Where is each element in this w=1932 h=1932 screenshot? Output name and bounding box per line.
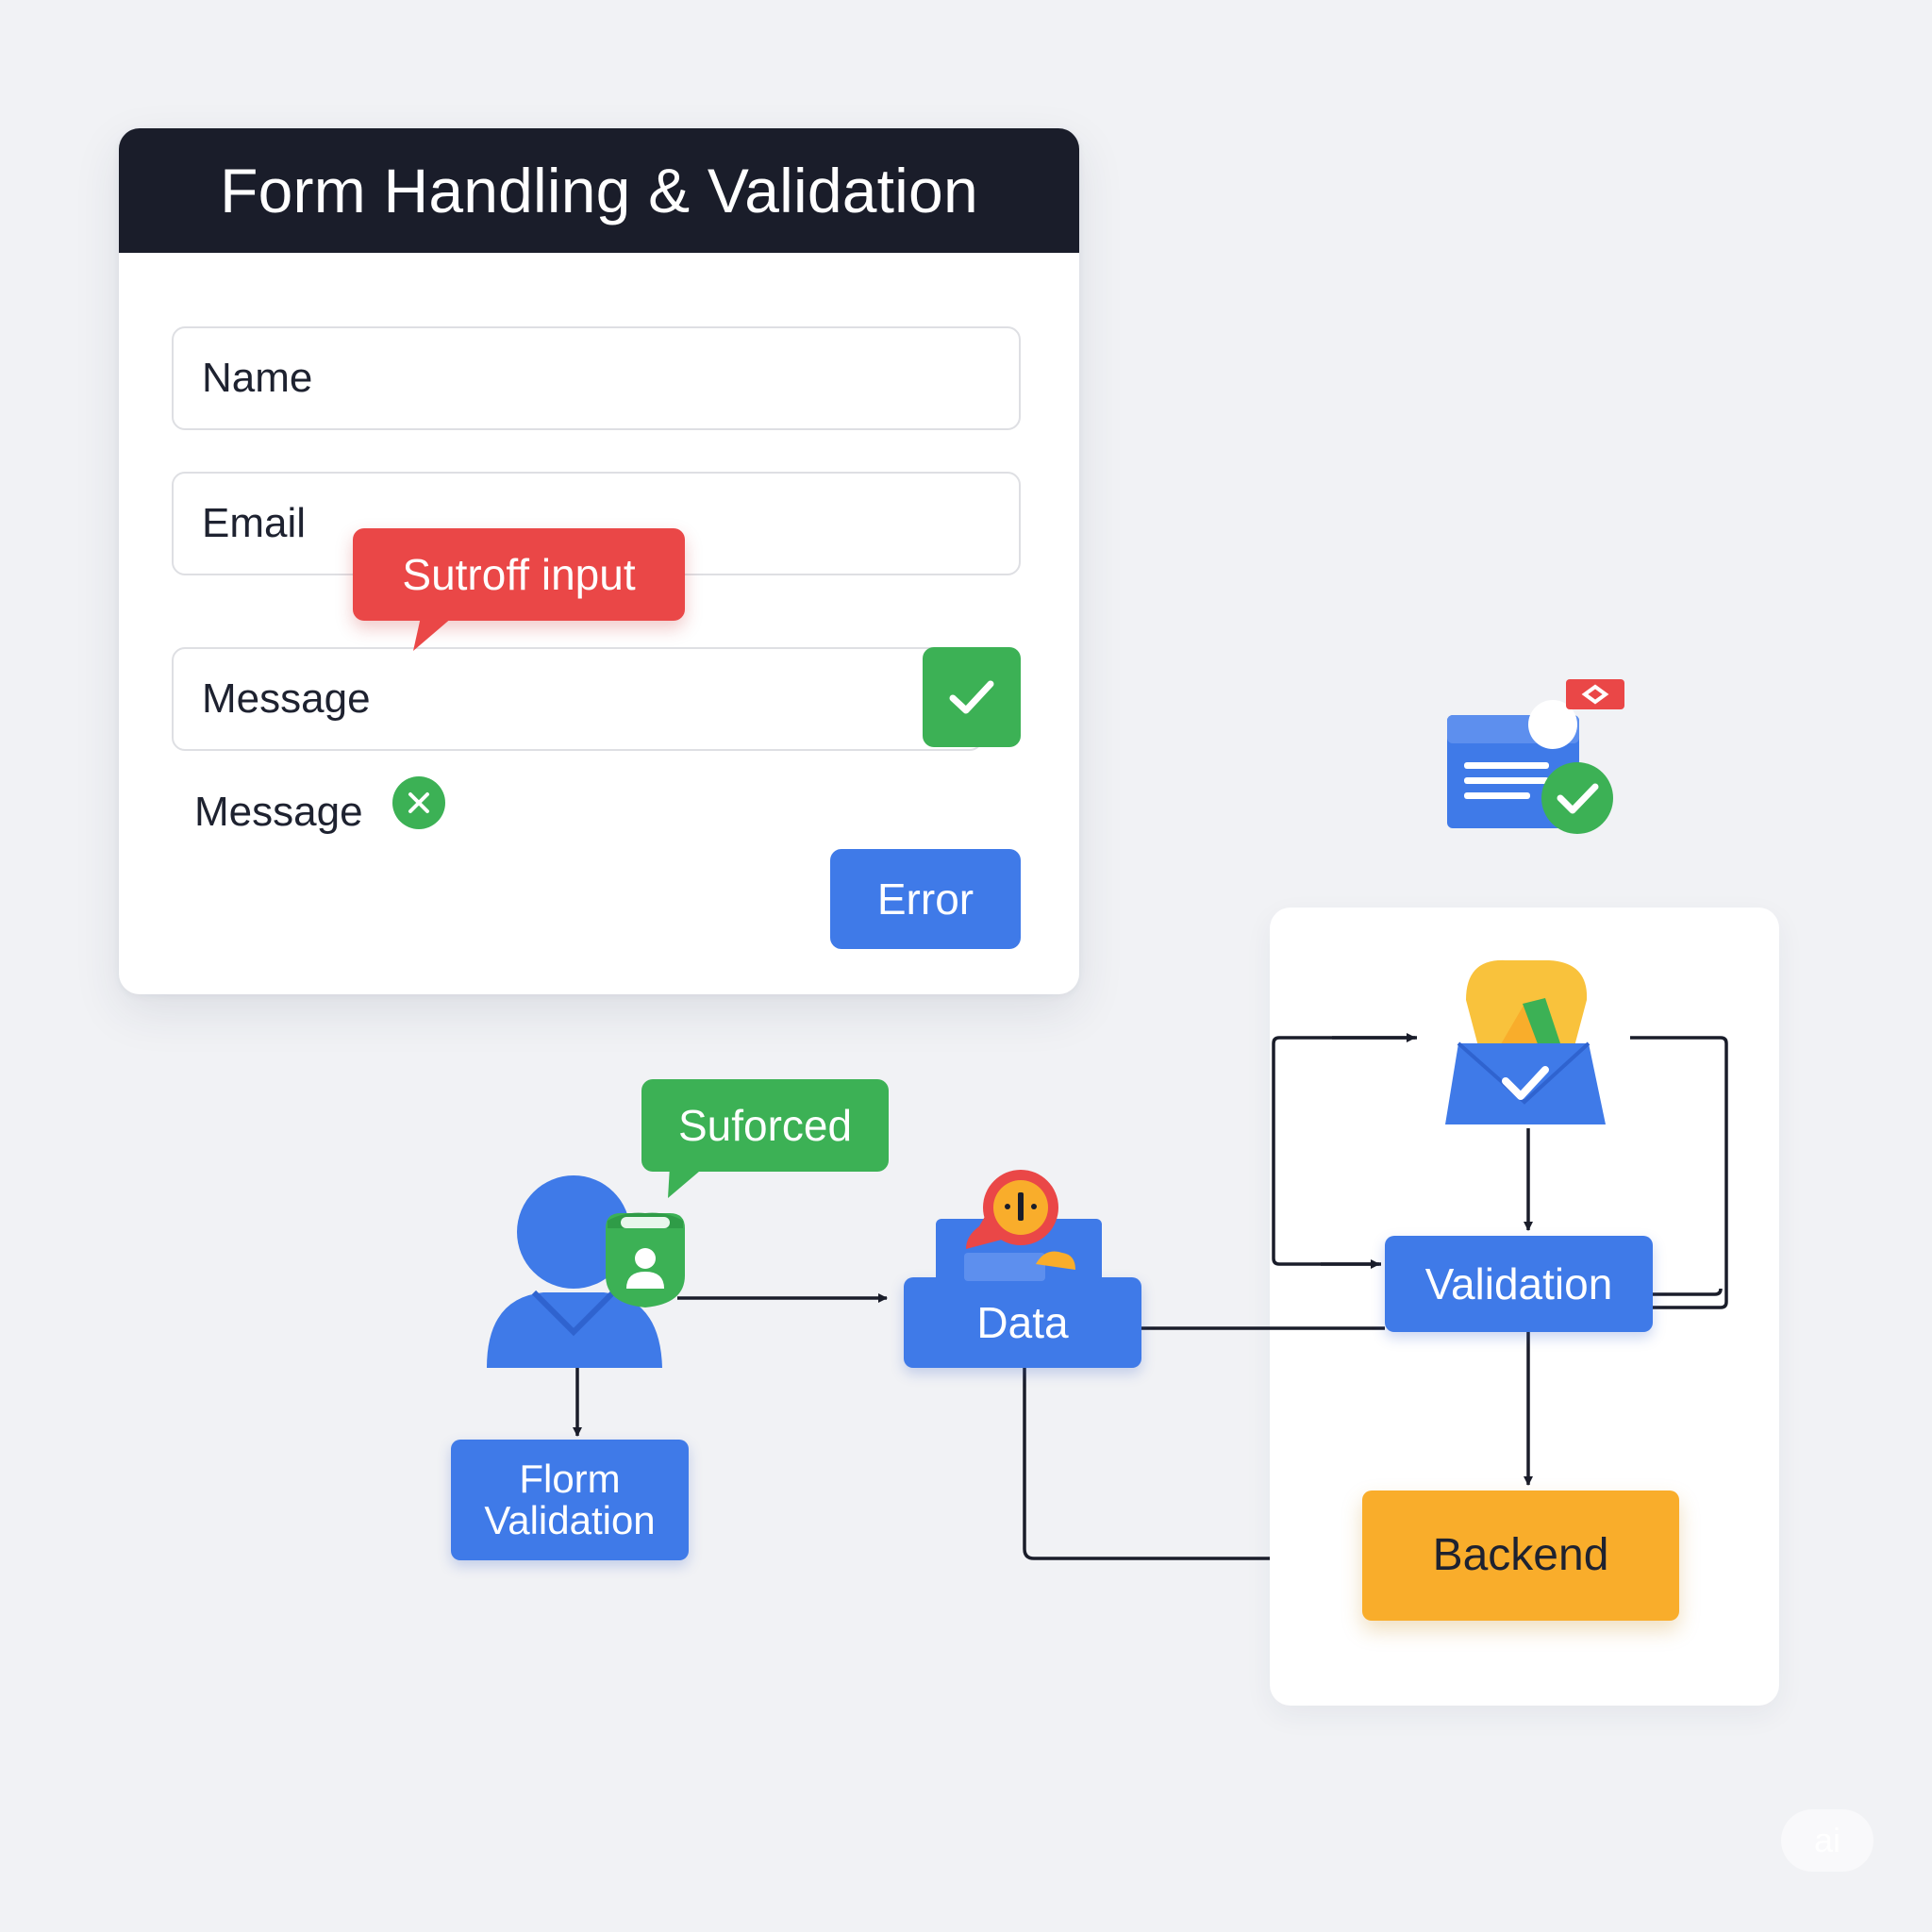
message-status-label: Message — [194, 789, 363, 835]
loop-left — [1272, 1036, 1417, 1266]
check-icon — [949, 680, 994, 714]
form-validation-line1: Florm — [519, 1457, 621, 1501]
data-node[interactable]: Data — [904, 1277, 1141, 1368]
error-tooltip-text: Sutroff input — [402, 550, 636, 599]
document-check-icon — [1447, 679, 1624, 834]
success-bubble: Suforced — [641, 1079, 889, 1172]
form-header — [119, 128, 1079, 253]
form-validation-line2: Validation — [484, 1498, 656, 1542]
message-field[interactable]: Message — [172, 647, 983, 751]
user-icon — [487, 1175, 662, 1368]
name-field-label: Name — [202, 355, 313, 401]
success-bubble-text: Suforced — [677, 1101, 853, 1150]
name-field[interactable]: Name — [172, 326, 1021, 430]
loop-right — [1630, 1036, 1728, 1309]
validation-node[interactable]: Validation — [1385, 1236, 1653, 1332]
backend-node[interactable]: Backend — [1362, 1491, 1679, 1621]
message-field-label: Message — [202, 675, 371, 722]
error-tooltip-tail — [413, 617, 453, 651]
success-bubble-tail — [668, 1166, 706, 1198]
form-title: Form Handling & Validation — [220, 156, 978, 225]
error-button[interactable]: Error — [830, 849, 1021, 949]
form-validation-node[interactable]: Florm Validation — [451, 1440, 689, 1560]
shield-check-icon — [1445, 959, 1606, 1124]
person-badge-icon — [606, 1212, 685, 1307]
line-data-loop — [1023, 1368, 1270, 1560]
alert-pin-icon — [936, 1170, 1102, 1283]
form-card: Form Handling & Validation Name Email Me… — [119, 128, 1079, 994]
email-field-label: Email — [202, 500, 307, 546]
valid-check-badge — [923, 647, 1021, 747]
close-circle-icon[interactable] — [392, 776, 445, 829]
error-tooltip: Sutroff input — [353, 528, 685, 621]
watermark-logo: ai — [1781, 1809, 1874, 1872]
